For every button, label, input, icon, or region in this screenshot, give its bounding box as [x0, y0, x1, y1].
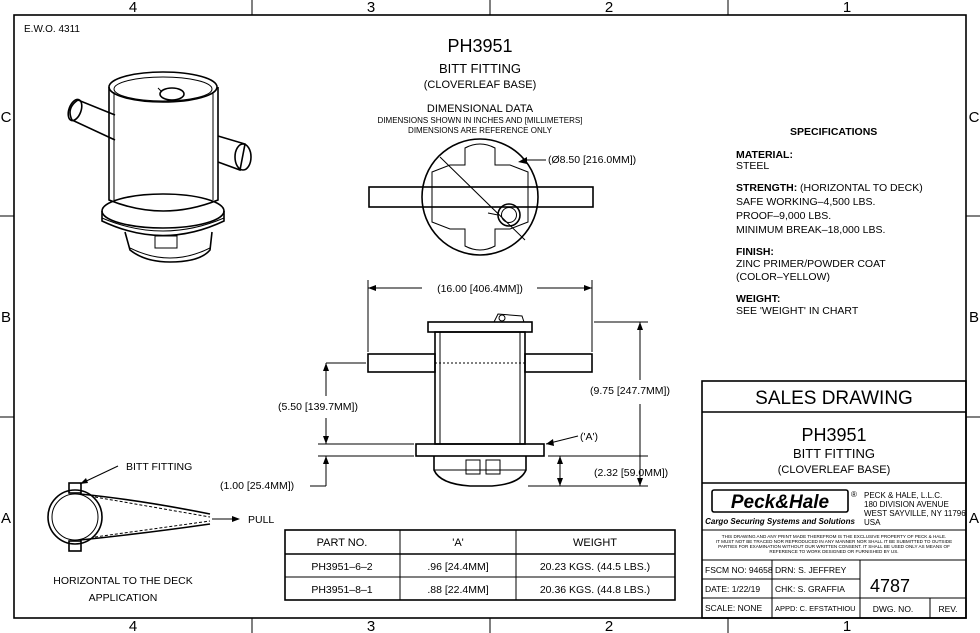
logo-registered: ® [851, 490, 857, 499]
peck-hale-logo: Peck&Hale ® Cargo Securing Systems and S… [705, 489, 857, 526]
drawing-number-label: DWG. NO. [873, 604, 914, 614]
zone-top-1: 1 [843, 0, 851, 16]
logo-tagline: Cargo Securing Systems and Solutions [705, 517, 855, 526]
notice-line: PARTIES FOR EXAMINATION WITHOUT OUR WRIT… [718, 544, 950, 549]
spec-strength-label: STRENGTH: [736, 182, 797, 194]
app-bitt-label: BITT FITTING [126, 461, 192, 473]
zone-top-4: 4 [129, 0, 137, 16]
drawing-title: PH3951 BITT FITTING (CLOVERLEAF BASE) DI… [378, 36, 583, 135]
app-pull-label: PULL [248, 514, 274, 526]
dim-width: (16.00 [406.4MM]) [437, 283, 523, 295]
table-cell: PH3951–6–2 [311, 561, 372, 573]
spec-strength-note: (HORIZONTAL TO DECK) [800, 182, 923, 194]
tb-part: PH3951 [801, 425, 866, 445]
company-line: WEST SAYVILLE, NY 11796 [864, 509, 966, 518]
zone-left-a: A [1, 510, 11, 527]
top-view: (Ø8.50 [216.0MM]) [368, 138, 636, 256]
dim-height-arm: (5.50 [139.7MM]) [278, 401, 358, 413]
zone-right-b: B [969, 309, 979, 326]
zone-top-3: 3 [367, 0, 375, 16]
zone-left-b: B [1, 309, 11, 326]
drawing-date: DATE: 1/22/19 [705, 584, 760, 594]
table-cell: 20.36 KGS. (44.8 LBS.) [540, 584, 650, 596]
zone-bottom-4: 4 [129, 618, 137, 633]
company-line: USA [864, 518, 881, 527]
title-name: BITT FITTING [439, 61, 521, 76]
isometric-view [67, 71, 252, 263]
notice-line: THIS DRAWING AND ANY PRINT MADE THEREFRO… [722, 534, 946, 539]
spec-finish-line: ZINC PRIMER/POWDER COAT [736, 258, 886, 270]
zone-right-c: C [969, 109, 980, 126]
approved-by: APPD: C. EFSTATHIOU [775, 604, 856, 613]
spec-finish-label: FINISH: [736, 246, 774, 258]
spec-weight-value: SEE 'WEIGHT' IN CHART [736, 305, 859, 317]
spec-material-value: STEEL [736, 160, 769, 172]
spec-material-label: MATERIAL: [736, 149, 793, 161]
title-block: SALES DRAWING PH3951 BITT FITTING (CLOVE… [701, 380, 967, 619]
zone-bottom-3: 3 [367, 618, 375, 633]
tb-name: BITT FITTING [793, 446, 875, 461]
company-line: PECK & HALE, L.L.C. [864, 491, 942, 500]
table-cell: 20.23 KGS. (44.5 LBS.) [540, 561, 650, 573]
dim-base-height: (2.32 [59.0MM]) [594, 467, 668, 479]
company-line: 180 DIVISION AVENUE [864, 500, 949, 509]
notice-line: REFERENCE TO WORK DESIGNED OR FURNISHED … [769, 549, 898, 554]
spec-strength-line: MINIMUM BREAK–18,000 LBS. [736, 224, 885, 236]
checked-by: CHK: S. GRAFFIA [775, 584, 845, 594]
app-caption-2: APPLICATION [89, 592, 158, 604]
drawn-by: DRN: S. JEFFREY [775, 565, 847, 575]
zone-right-a: A [969, 510, 979, 527]
logo-wordmark: Peck&Hale [731, 492, 830, 513]
spec-strength-line: PROOF–9,000 LBS. [736, 210, 831, 222]
dim-heading: DIMENSIONAL DATA [427, 103, 534, 115]
title-part: PH3951 [447, 36, 512, 56]
dim-a-reference: ('A') [580, 431, 598, 443]
sales-drawing-label: SALES DRAWING [755, 388, 913, 409]
notice-line: IT MUST NOT BE TRACED NOR REPRODUCED IN … [716, 539, 952, 544]
spec-finish-line: (COLOR–YELLOW) [736, 271, 830, 283]
dim-height-total: (9.75 [247.7MM]) [590, 385, 670, 397]
spec-strength-line: SAFE WORKING–4,500 LBS. [736, 196, 875, 208]
front-view: (16.00 [406.4MM]) (9.75 [247.7MM]) [220, 280, 670, 492]
zone-bottom-1: 1 [843, 618, 851, 633]
fscm-number: FSCM NO: 94658 [705, 565, 773, 575]
revision-label: REV. [938, 604, 957, 614]
table-cell: .96 [24.4MM] [427, 561, 488, 573]
drawing-number: 4787 [870, 576, 910, 596]
table-header: PART NO. [317, 537, 368, 549]
ewo-number: E.W.O. 4311 [24, 24, 80, 35]
zone-left-c: C [1, 109, 12, 126]
spec-weight-label: WEIGHT: [736, 293, 780, 305]
drawing-scale: SCALE: NONE [705, 603, 762, 613]
dim-diameter: (Ø8.50 [216.0MM]) [548, 154, 636, 166]
tb-base: (CLOVERLEAF BASE) [778, 464, 890, 476]
specifications: SPECIFICATIONS MATERIAL: STEEL STRENGTH:… [736, 126, 923, 317]
table-cell: PH3951–8–1 [311, 584, 372, 596]
dim-base-thickness: (1.00 [25.4MM]) [220, 480, 294, 492]
parts-table: PART NO. 'A' WEIGHT PH3951–6–2 .96 [24.4… [284, 529, 676, 601]
application-detail: PULL BITT FITTING HORIZONTAL TO THE DECK… [47, 461, 274, 604]
table-header: 'A' [452, 537, 464, 549]
zone-bottom-2: 2 [605, 618, 613, 633]
title-base: (CLOVERLEAF BASE) [424, 79, 536, 91]
table-header: WEIGHT [573, 537, 617, 549]
dim-note-1: DIMENSIONS SHOWN IN INCHES AND [MILLIMET… [378, 116, 583, 125]
zone-top-2: 2 [605, 0, 613, 16]
dim-note-2: DIMENSIONS ARE REFERENCE ONLY [408, 126, 553, 135]
spec-heading: SPECIFICATIONS [790, 126, 877, 138]
table-cell: .88 [22.4MM] [427, 584, 488, 596]
app-caption-1: HORIZONTAL TO THE DECK [53, 575, 192, 587]
